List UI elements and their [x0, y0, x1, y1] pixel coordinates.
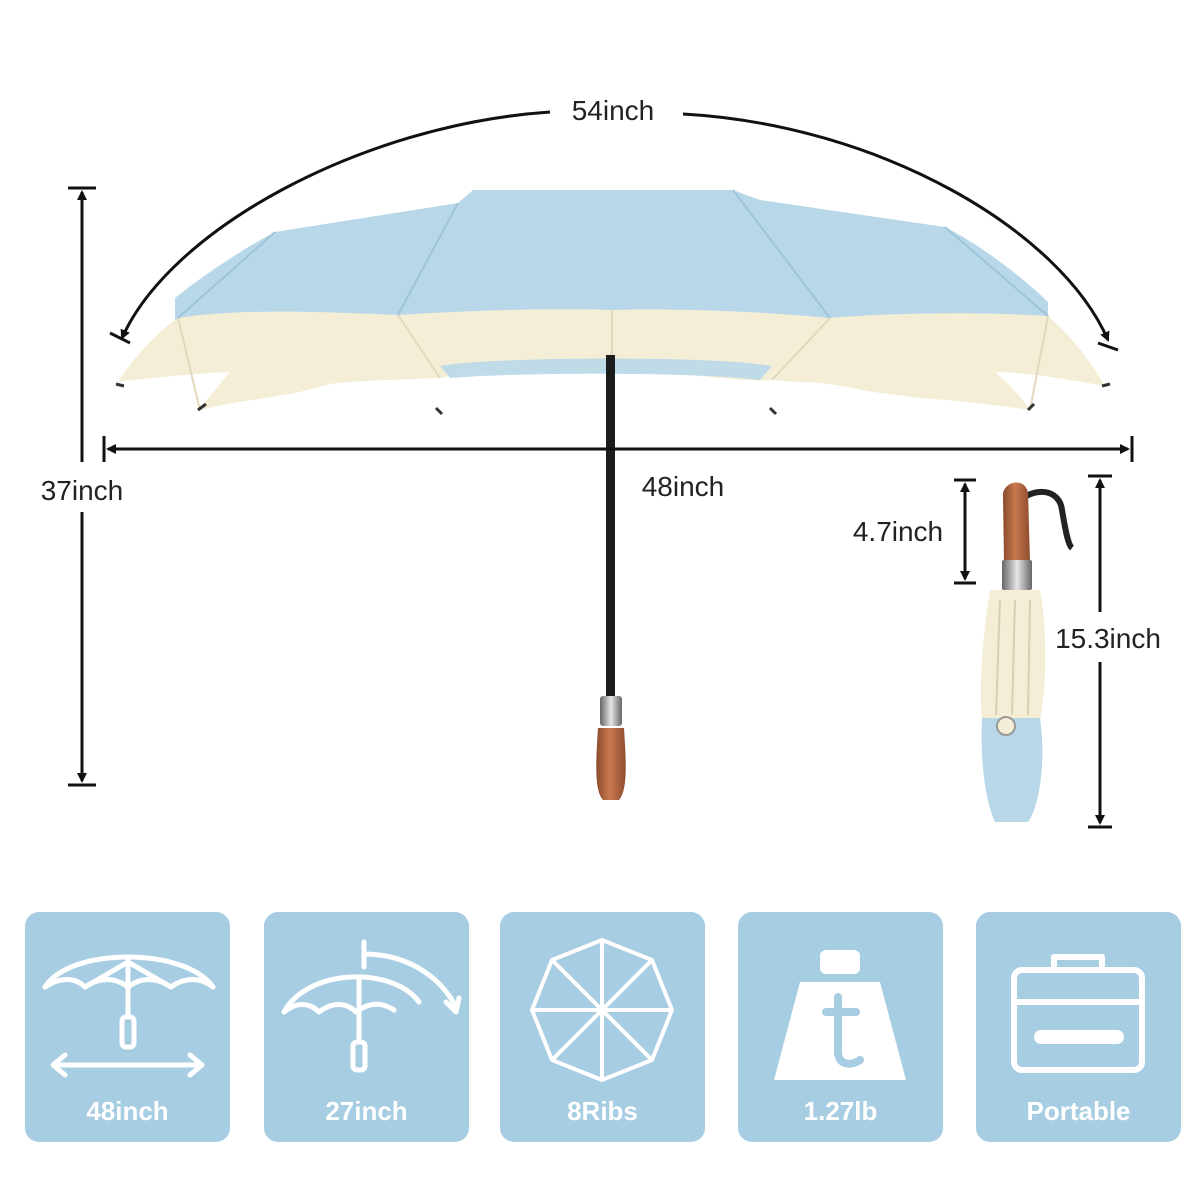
feature-label-width: 48inch — [86, 1096, 169, 1126]
feature-label-portable: Portable — [1026, 1096, 1131, 1126]
folded-umbrella — [980, 482, 1075, 822]
open-umbrella — [115, 189, 1111, 800]
height-open-label: 37inch — [41, 475, 124, 506]
feature-label-radius: 27inch — [325, 1096, 408, 1126]
feature-label-ribs: 8Ribs — [567, 1096, 638, 1126]
umbrella-radius-icon — [281, 939, 462, 1073]
feature-label-weight: 1.27lb — [803, 1096, 878, 1126]
feature-card-weight: 1.27lb — [738, 912, 943, 1142]
arc-dimension: 54inch — [109, 95, 1119, 352]
handle-dimension: 4.7inch — [853, 478, 976, 585]
width-dimension: 48inch — [102, 436, 1134, 502]
umbrella-ribs-icon — [530, 938, 674, 1082]
open-umbrella-width-icon — [42, 954, 216, 1078]
feature-card-ribs: 8Ribs — [500, 912, 705, 1142]
arc-span-label: 54inch — [572, 95, 655, 126]
folded-length-label: 15.3inch — [1055, 623, 1161, 654]
feature-card-radius: 27inch — [264, 912, 469, 1142]
handle-length-label: 4.7inch — [853, 516, 943, 547]
width-open-label: 48inch — [642, 471, 725, 502]
folded-dimension: 15.3inch — [1055, 474, 1161, 829]
weight-icon — [774, 950, 906, 1080]
height-dimension: 37inch — [41, 186, 124, 787]
feature-card-width: 48inch — [25, 912, 230, 1142]
briefcase-icon — [1011, 954, 1145, 1073]
feature-card-portable: Portable — [976, 912, 1181, 1142]
